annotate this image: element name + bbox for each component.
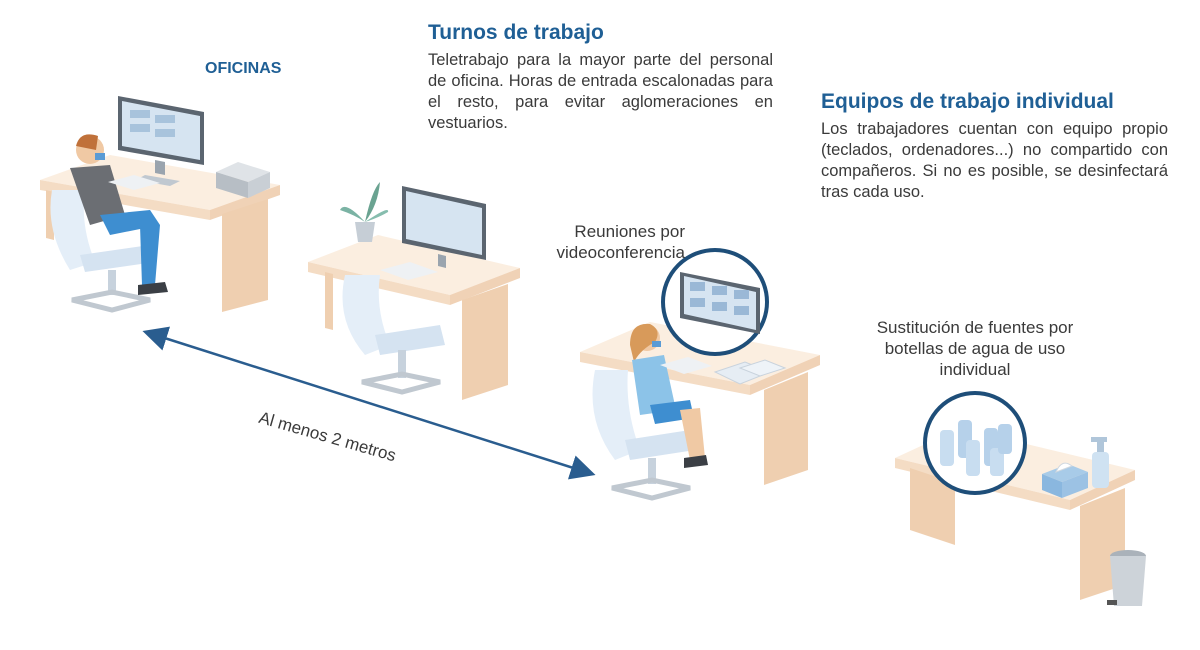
office-chair-right <box>592 370 695 501</box>
monitor-left <box>118 96 204 186</box>
plant-icon <box>340 182 389 242</box>
office-chair-left <box>50 190 155 313</box>
woman-worker <box>630 323 708 468</box>
water-bottles-icon <box>923 391 1027 495</box>
documents-icon <box>713 359 787 385</box>
monitor-middle <box>402 186 486 268</box>
trash-bin-icon <box>1107 550 1146 606</box>
keyboard-right <box>660 357 712 374</box>
sanitizer-bottle-icon <box>1091 437 1109 488</box>
keyboard-left <box>108 175 160 190</box>
section-label-offices: OFICINAS <box>205 60 282 77</box>
distance-arrow <box>142 326 596 480</box>
shifts-body: Teletrabajo para la mayor parte del pers… <box>428 51 773 132</box>
keyboard-middle <box>380 262 438 280</box>
water-callout: Sustitución de fuentes por botellas de a… <box>876 318 1074 379</box>
video-callout: Reuniones por videoconferencia <box>556 222 685 262</box>
printer-icon <box>216 162 270 198</box>
tissue-box-icon <box>1042 462 1088 498</box>
video-call-monitor <box>661 248 769 356</box>
equipment-body: Los trabajadores cuentan con equipo prop… <box>821 120 1168 201</box>
man-worker <box>70 134 168 295</box>
shifts-title: Turnos de trabajo <box>428 21 604 44</box>
equipment-title: Equipos de trabajo individual <box>821 90 1114 113</box>
